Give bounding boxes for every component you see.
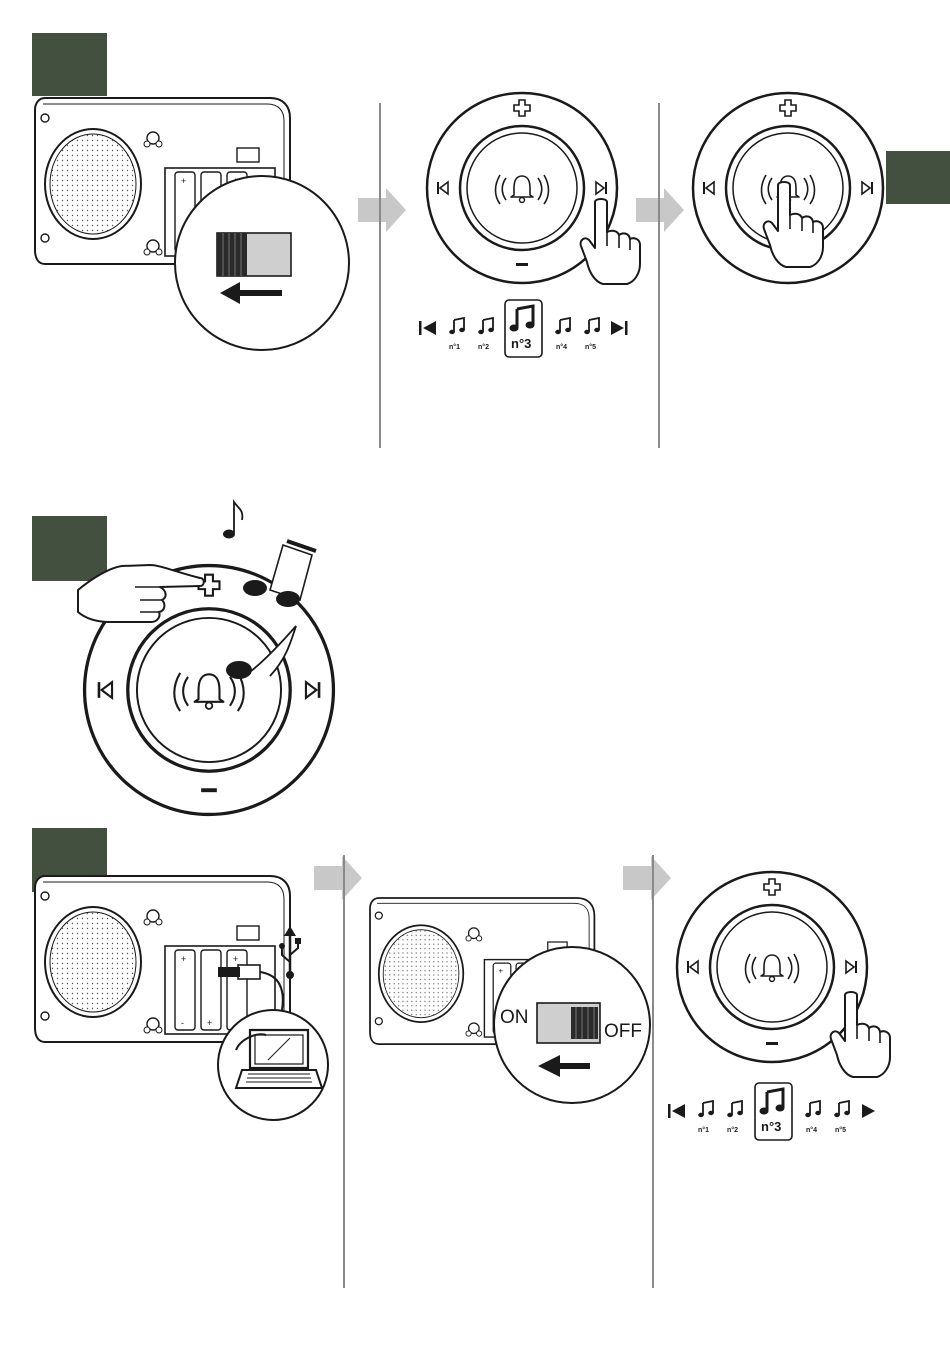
switch-zoom [175,176,349,350]
step-marker-1 [32,33,107,96]
music-note-icon [698,1101,714,1117]
skip-forward-icon [611,321,628,335]
music-note-icon [805,1101,821,1117]
music-note-icon [834,1101,850,1117]
melody-label-3: n°3 [761,1119,781,1134]
skip-back-icon [419,321,436,335]
side-tab [886,151,950,204]
melody-label-1: n°1 [698,1126,709,1134]
melody-label-2: n°2 [478,343,489,351]
melody-label-4: n°4 [556,343,567,351]
music-note-icon [449,318,465,334]
step-marker-2 [32,516,107,581]
music-note-icon [478,318,494,334]
melody-row: n°1 n°2 n°3 n°4 n°5 [419,300,628,357]
process-arrow-4 [623,856,671,900]
music-note-icon [555,318,571,334]
music-note-icon [727,1101,743,1117]
melody-label-3: n°3 [511,336,531,351]
process-arrow-3 [314,856,362,900]
melody-label-4: n°4 [806,1126,817,1134]
melody-label-5: n°5 [835,1126,846,1134]
melody-row: n°1 n°2 n°3 n°4 n°5 [668,1083,875,1140]
melody-label-1: n°1 [449,343,460,351]
melody-label-5: n°5 [585,343,596,351]
skip-back-icon [668,1104,685,1118]
laptop-icon [218,1010,328,1120]
music-note-icon [223,502,242,539]
process-arrow-1 [358,188,406,232]
music-note-icon [584,318,600,334]
switch-on-label: ON [500,1007,529,1028]
play-icon [862,1104,875,1118]
switch-off-label: OFF [604,1021,642,1042]
melody-label-2: n°2 [727,1126,738,1134]
switch-zoom: ON OFF [494,947,650,1103]
